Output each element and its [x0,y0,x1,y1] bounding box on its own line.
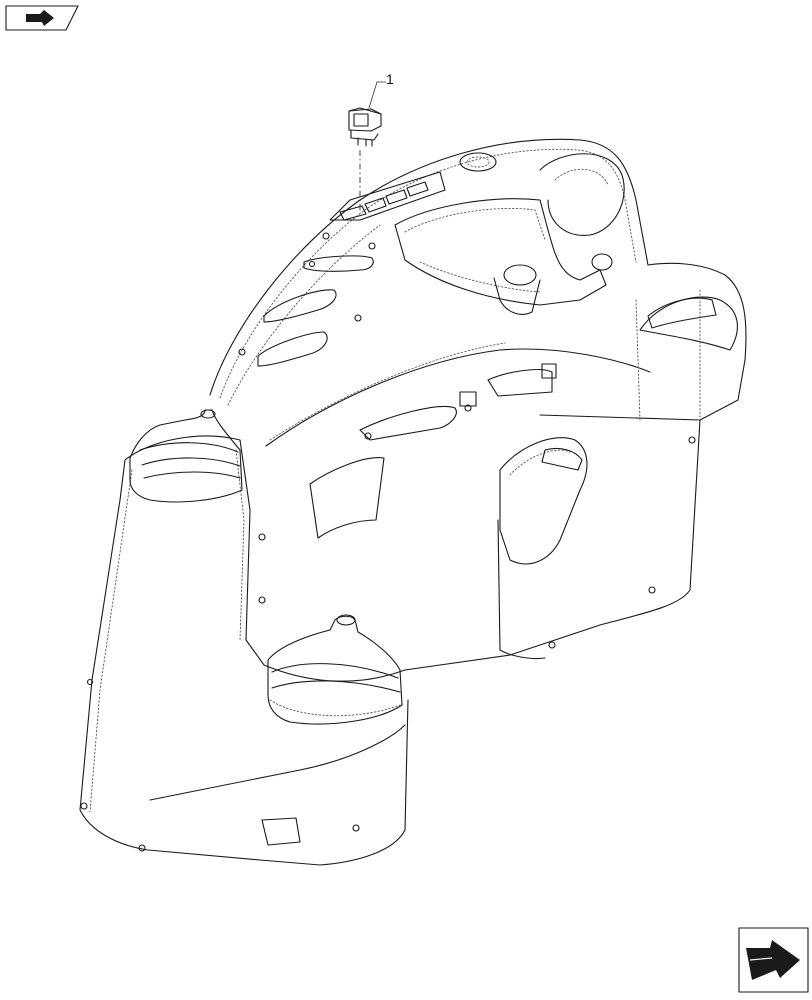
callout-label: 1 [386,71,394,87]
rocker-switch [348,107,382,147]
callout-leader [359,81,386,214]
operator-console [79,138,747,866]
next-page-arrow-icon[interactable] [738,927,809,993]
folded-sheet-arrow-icon[interactable] [5,5,79,31]
